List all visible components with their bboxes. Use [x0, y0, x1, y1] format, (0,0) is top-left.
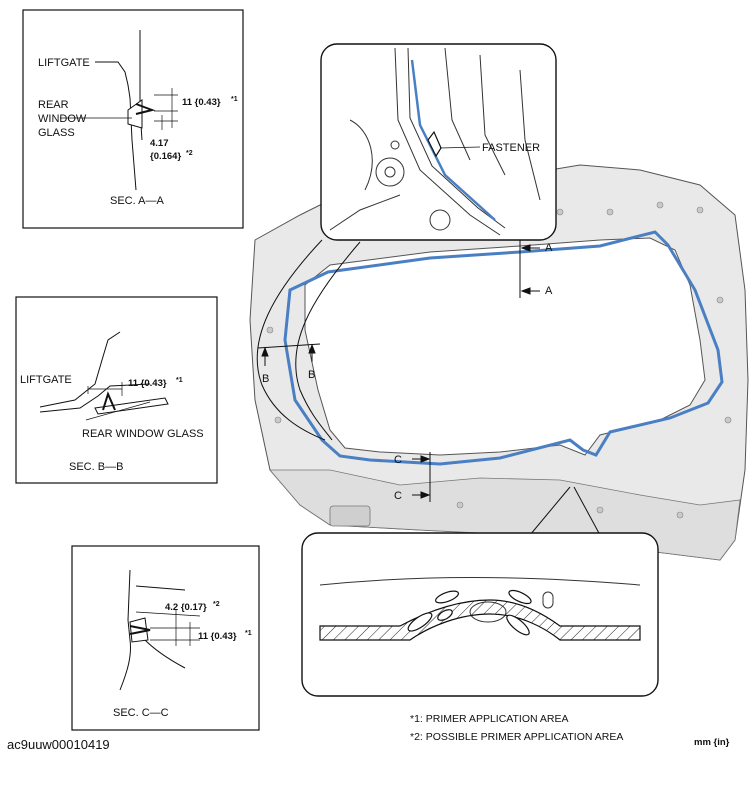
cut-label-c-top: C — [394, 454, 402, 466]
sec-c-dim-42: 4.2 {0.17} — [165, 602, 207, 613]
cut-label-c-bottom: C — [394, 490, 402, 502]
cut-label-b-left: B — [262, 373, 269, 385]
sec-a-dim-11: 11 {0.43} — [182, 97, 221, 108]
sec-c-dim-11-mark: *1 — [245, 630, 252, 637]
bolt-holes — [266, 201, 732, 519]
section-a-a-box: LIFTGATE REAR WINDOW GLASS 11 {0.43} *1 … — [22, 9, 244, 229]
sec-a-liftgate-label: LIFTGATE — [38, 57, 90, 69]
cut-label-a-top: A — [545, 242, 553, 254]
figure-code: ac9uuw00010419 — [7, 737, 110, 752]
sec-a-glass-label-2: WINDOW — [38, 113, 87, 125]
sec-b-dim-11-mark: *1 — [176, 377, 183, 384]
sec-a-glass-label-1: REAR — [38, 99, 69, 111]
sec-a-title: SEC. A—A — [110, 195, 164, 207]
sec-a-dim-0164-mark: *2 — [186, 150, 193, 157]
sec-c-dim-11: 11 {0.43} — [198, 631, 237, 642]
sec-b-dim-11: 11 {0.43} — [128, 378, 167, 389]
sec-c-dim-42-mark: *2 — [213, 601, 220, 608]
sec-a-glass-label-3: GLASS — [38, 127, 75, 139]
sec-b-liftgate-label: LIFTGATE — [20, 374, 72, 386]
cut-label-a-bottom: A — [545, 285, 553, 297]
section-c-c-box: 4.2 {0.17} *2 11 {0.43} *1 SEC. C—C — [71, 545, 260, 731]
note-primer: *1: PRIMER APPLICATION AREA — [410, 713, 569, 725]
units-note: mm {in} — [694, 737, 730, 748]
bottom-detail-callout — [301, 486, 659, 697]
sec-a-dim-11-mark: *1 — [231, 96, 238, 103]
section-cut-lines — [257, 240, 540, 502]
note-possible-primer: *2: POSSIBLE PRIMER APPLICATION AREA — [410, 731, 623, 743]
section-b-b-box: LIFTGATE 11 {0.43} *1 REAR WINDOW GLASS … — [15, 296, 218, 484]
fastener-detail-callout: FASTENER — [256, 43, 557, 441]
sec-a-dim-417: 4.17 — [150, 138, 169, 149]
primer-areas — [407, 589, 532, 636]
sec-c-title: SEC. C—C — [113, 707, 169, 719]
cut-label-b-right: B — [308, 369, 315, 381]
sec-a-dim-0164: {0.164} — [150, 151, 181, 162]
sec-b-glass-label: REAR WINDOW GLASS — [82, 428, 204, 440]
fastener-label: FASTENER — [482, 142, 540, 154]
primer-bead — [283, 230, 724, 466]
sec-b-title: SEC. B—B — [69, 461, 123, 473]
